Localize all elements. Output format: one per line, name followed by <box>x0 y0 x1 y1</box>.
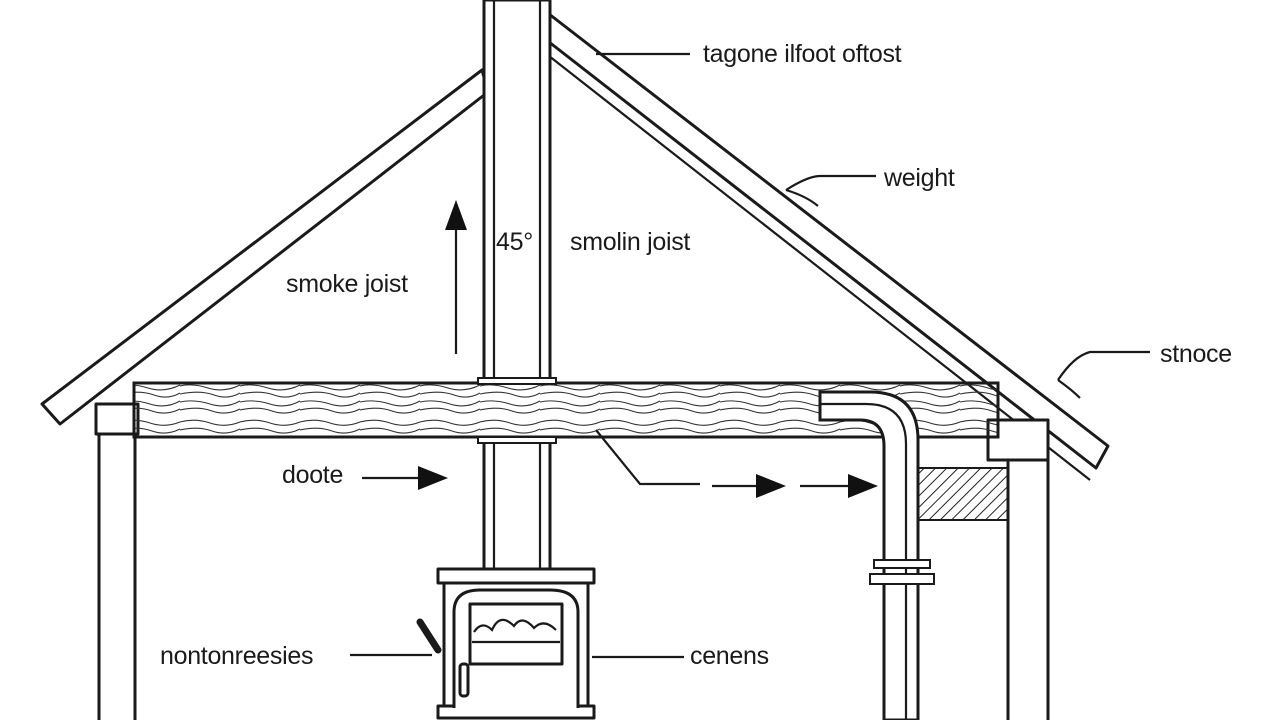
label-weight: weight <box>883 164 955 192</box>
elbow-pipe <box>818 390 935 720</box>
arrow-doote <box>362 466 448 490</box>
label-angle: 45° <box>496 228 533 256</box>
wood-stove <box>416 567 596 720</box>
label-nontonreesies: nontonreesies <box>160 642 313 670</box>
label-smolin-joist: smolin joist <box>570 228 690 256</box>
hatched-block <box>917 467 1009 521</box>
label-cenens: cenens <box>690 642 769 670</box>
right-wall-post <box>986 418 1050 720</box>
label-top-right: tagone ilfoot oftost <box>703 40 902 68</box>
flow-arrows <box>595 429 878 498</box>
label-stnoce: stnoce <box>1160 340 1232 368</box>
left-wall-post <box>94 402 140 720</box>
main-chimney-pipe <box>477 0 557 574</box>
label-doote: doote <box>282 461 343 489</box>
up-arrow <box>445 200 467 354</box>
roof-left-slope <box>40 68 490 426</box>
leader-lines <box>350 52 1150 659</box>
label-smoke-joist: smoke joist <box>286 270 408 298</box>
